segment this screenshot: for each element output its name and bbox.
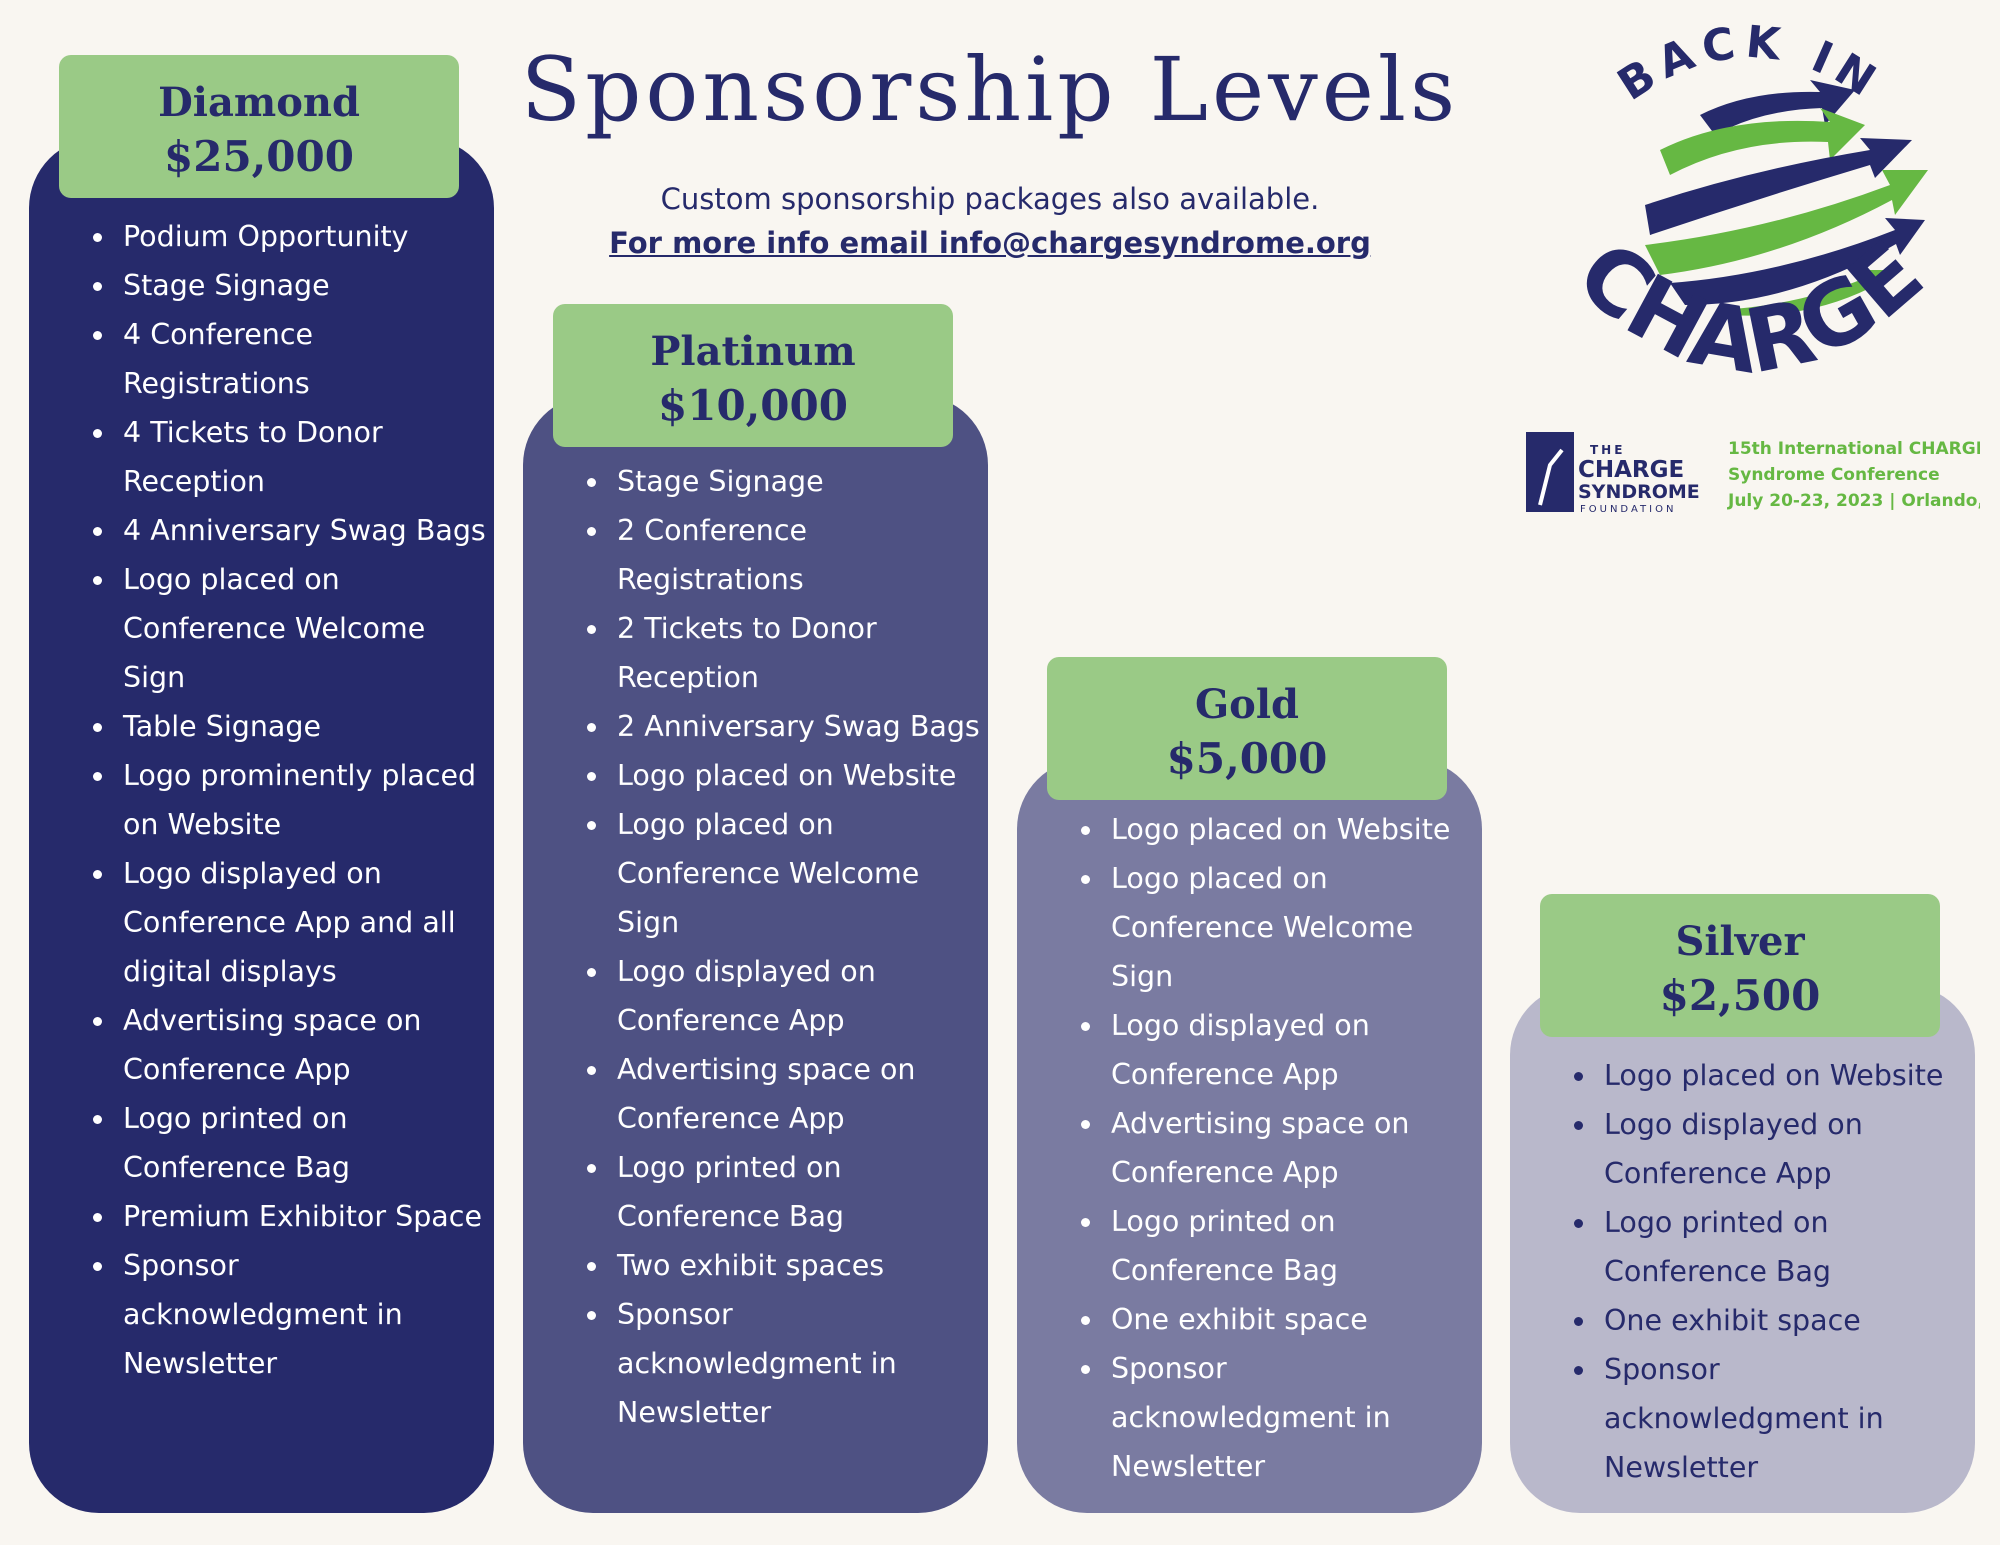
benefit-item: 2 Conference Registrations (611, 506, 986, 604)
benefit-item: Premium Exhibitor Space (117, 1192, 489, 1241)
tier-header: Gold $5,000 (1047, 657, 1447, 800)
benefit-list: Podium OpportunityStage Signage4 Confere… (29, 212, 489, 1388)
svg-text:CHARGE: CHARGE (1578, 457, 1684, 483)
event-info: 15th International CHARGE Syndrome Confe… (1727, 439, 1980, 511)
benefit-item: 2 Tickets to Donor Reception (611, 604, 986, 702)
benefit-item: Sponsor acknowledgment in Newsletter (117, 1241, 489, 1388)
benefit-item: Podium Opportunity (117, 212, 489, 261)
tier-price: $2,500 (1659, 971, 1821, 1020)
benefit-item: 2 Anniversary Swag Bags (611, 702, 986, 751)
benefit-item: Sponsor acknowledgment in Newsletter (611, 1290, 986, 1437)
tier-price: $5,000 (1166, 734, 1328, 783)
tier-card-diamond (29, 138, 494, 1513)
email-link[interactable]: For more info email info@chargesyndrome.… (609, 226, 1371, 260)
benefit-item: Stage Signage (611, 457, 986, 506)
benefit-item: 4 Tickets to Donor Reception (117, 408, 489, 506)
benefit-item: Logo displayed on Conference App (611, 947, 986, 1045)
benefit-item: Logo placed on Website (1598, 1051, 1973, 1100)
benefit-list: Logo placed on WebsiteLogo placed on Con… (1017, 805, 1480, 1491)
benefit-list: Stage Signage2 Conference Registrations2… (523, 457, 986, 1437)
benefit-item: Sponsor acknowledgment in Newsletter (1105, 1344, 1480, 1491)
back-in-charge-logo: BACK IN CHARGE THE CHARGE SYNDROME FOUND… (1526, 20, 1980, 515)
benefit-item: Logo displayed on Conference App and all… (117, 849, 489, 996)
tier-header: Platinum $10,000 (553, 304, 953, 447)
benefit-item: Logo printed on Conference Bag (117, 1094, 489, 1192)
tier-name: Diamond (158, 79, 360, 126)
benefit-item: Logo placed on Website (1105, 805, 1480, 854)
benefit-item: 4 Anniversary Swag Bags (117, 506, 489, 555)
tier-header: Silver $2,500 (1540, 894, 1940, 1037)
benefit-item: One exhibit space (1598, 1296, 1973, 1345)
tier-name: Silver (1675, 918, 1805, 965)
benefit-item: 4 Conference Registrations (117, 310, 489, 408)
benefit-item: Logo displayed on Conference App (1598, 1100, 1973, 1198)
benefit-item: Stage Signage (117, 261, 489, 310)
benefit-item: Logo prominently placed on Website (117, 751, 489, 849)
benefit-item: Logo placed on Conference Welcome Sign (117, 555, 489, 702)
svg-text:THE: THE (1590, 443, 1625, 457)
tier-price: $25,000 (164, 132, 354, 181)
tier-card-gold (1017, 759, 1482, 1513)
tier-header: Diamond $25,000 (59, 55, 459, 198)
tier-card-platinum (523, 395, 988, 1513)
benefit-item: Logo printed on Conference Bag (1105, 1197, 1480, 1295)
svg-text:July 20-23, 2023 | Orlando, FL: July 20-23, 2023 | Orlando, FL (1727, 491, 1980, 511)
benefit-item: Advertising space on Conference App (117, 996, 489, 1094)
benefit-item: One exhibit space (1105, 1295, 1480, 1344)
benefit-item: Logo displayed on Conference App (1105, 1001, 1480, 1099)
benefit-item: Advertising space on Conference App (611, 1045, 986, 1143)
tier-name: Gold (1194, 681, 1299, 728)
benefit-item: Logo printed on Conference Bag (1598, 1198, 1973, 1296)
benefit-item: Advertising space on Conference App (1105, 1099, 1480, 1197)
svg-text:SYNDROME: SYNDROME (1578, 481, 1700, 503)
benefit-item: Logo printed on Conference Bag (611, 1143, 986, 1241)
benefit-item: Sponsor acknowledgment in Newsletter (1598, 1345, 1973, 1492)
benefit-item: Logo placed on Conference Welcome Sign (1105, 854, 1480, 1001)
benefit-item: Logo placed on Conference Welcome Sign (611, 800, 986, 947)
svg-text:Syndrome Conference: Syndrome Conference (1728, 465, 1940, 485)
tier-price: $10,000 (658, 381, 848, 430)
benefit-item: Logo placed on Website (611, 751, 986, 800)
tier-name: Platinum (650, 328, 856, 375)
benefit-list: Logo placed on WebsiteLogo displayed on … (1510, 1051, 1973, 1492)
benefit-item: Table Signage (117, 702, 489, 751)
svg-text:15th International CHARGE: 15th International CHARGE (1728, 439, 1980, 459)
charge-foundation-logo: THE CHARGE SYNDROME FOUNDATION (1526, 432, 1700, 515)
benefit-item: Two exhibit spaces (611, 1241, 986, 1290)
arrow-globe-icon (1645, 80, 1928, 316)
subtitle: Custom sponsorship packages also availab… (660, 182, 1320, 216)
svg-text:FOUNDATION: FOUNDATION (1580, 504, 1676, 515)
page-title: Sponsorship Levels (520, 38, 1460, 141)
tier-card-silver (1510, 985, 1975, 1513)
